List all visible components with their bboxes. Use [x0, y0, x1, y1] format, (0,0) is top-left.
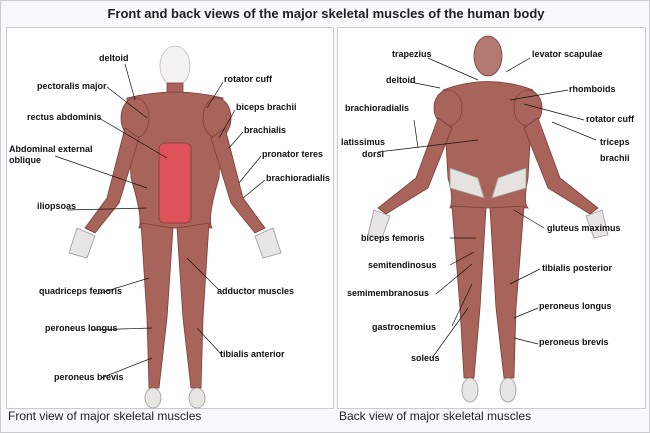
- gallery-title: Front and back views of the major skelet…: [107, 6, 545, 21]
- label-latissimus-dorsi: latissimus: [341, 137, 386, 147]
- label-biceps-femoris: biceps femoris: [361, 233, 425, 243]
- label-peroneus-longus: peroneus longus: [45, 323, 118, 333]
- label-brachialis: brachialis: [244, 125, 287, 135]
- label-deltoid: deltoid: [99, 53, 129, 63]
- label-gluteus-maximus: gluteus maximus: [547, 223, 621, 233]
- label-semitendinosus: semitendinosus: [368, 260, 437, 270]
- label-iliopsoas: iliopsoas: [37, 201, 77, 211]
- front-view-image[interactable]: deltoid pectoralis major rectus abdomini…: [6, 27, 334, 409]
- back-view-image[interactable]: trapezius levator scapulae deltoid rhomb…: [337, 27, 646, 409]
- label-peroneus-brevis-back: peroneus brevis: [539, 337, 609, 347]
- label-deltoid-back: deltoid: [386, 75, 416, 85]
- label-tibialis-posterior: tibialis posterior: [542, 263, 613, 273]
- label-semimembranosus: semimembranosus: [347, 288, 430, 298]
- label-biceps-brachii: biceps brachii: [236, 102, 297, 112]
- label-abdominal-external-oblique-2: oblique: [9, 155, 41, 165]
- label-abdominal-external-oblique: Abdominal external: [9, 144, 93, 154]
- label-rectus-abdominis: rectus abdominis: [27, 112, 102, 122]
- label-soleus: soleus: [411, 353, 440, 363]
- back-body-illustration: [367, 35, 609, 403]
- label-trapezius: trapezius: [392, 49, 432, 59]
- label-levator-scapulae: levator scapulae: [532, 49, 603, 59]
- label-pectoralis-major: pectoralis major: [37, 81, 107, 91]
- label-brachioradialis-back: brachioradialis: [345, 103, 410, 113]
- label-quadriceps-femoris: quadriceps femoris: [39, 286, 123, 296]
- label-latissimus-dorsi-2: dorsi: [362, 149, 385, 159]
- label-gastrocnemius: gastrocnemius: [372, 322, 437, 332]
- label-triceps-brachii-2: brachii: [600, 153, 630, 163]
- front-caption: Front view of major skeletal muscles: [8, 409, 202, 423]
- label-rotator-cuff: rotator cuff: [224, 74, 272, 84]
- label-brachioradialis: brachioradialis: [266, 173, 331, 183]
- label-adductor-muscles: adductor muscles: [217, 286, 295, 296]
- label-peroneus-longus-back: peroneus longus: [539, 301, 612, 311]
- label-rhomboids: rhomboids: [569, 84, 616, 94]
- back-caption: Back view of major skeletal muscles: [339, 409, 532, 423]
- label-rotator-cuff-back: rotator cuff: [586, 114, 634, 124]
- label-triceps-brachii: triceps: [600, 137, 630, 147]
- front-body-illustration: [54, 45, 282, 409]
- label-peroneus-brevis: peroneus brevis: [54, 372, 124, 382]
- label-tibialis-anterior: tibialis anterior: [220, 349, 285, 359]
- label-pronator-teres: pronator teres: [262, 149, 324, 159]
